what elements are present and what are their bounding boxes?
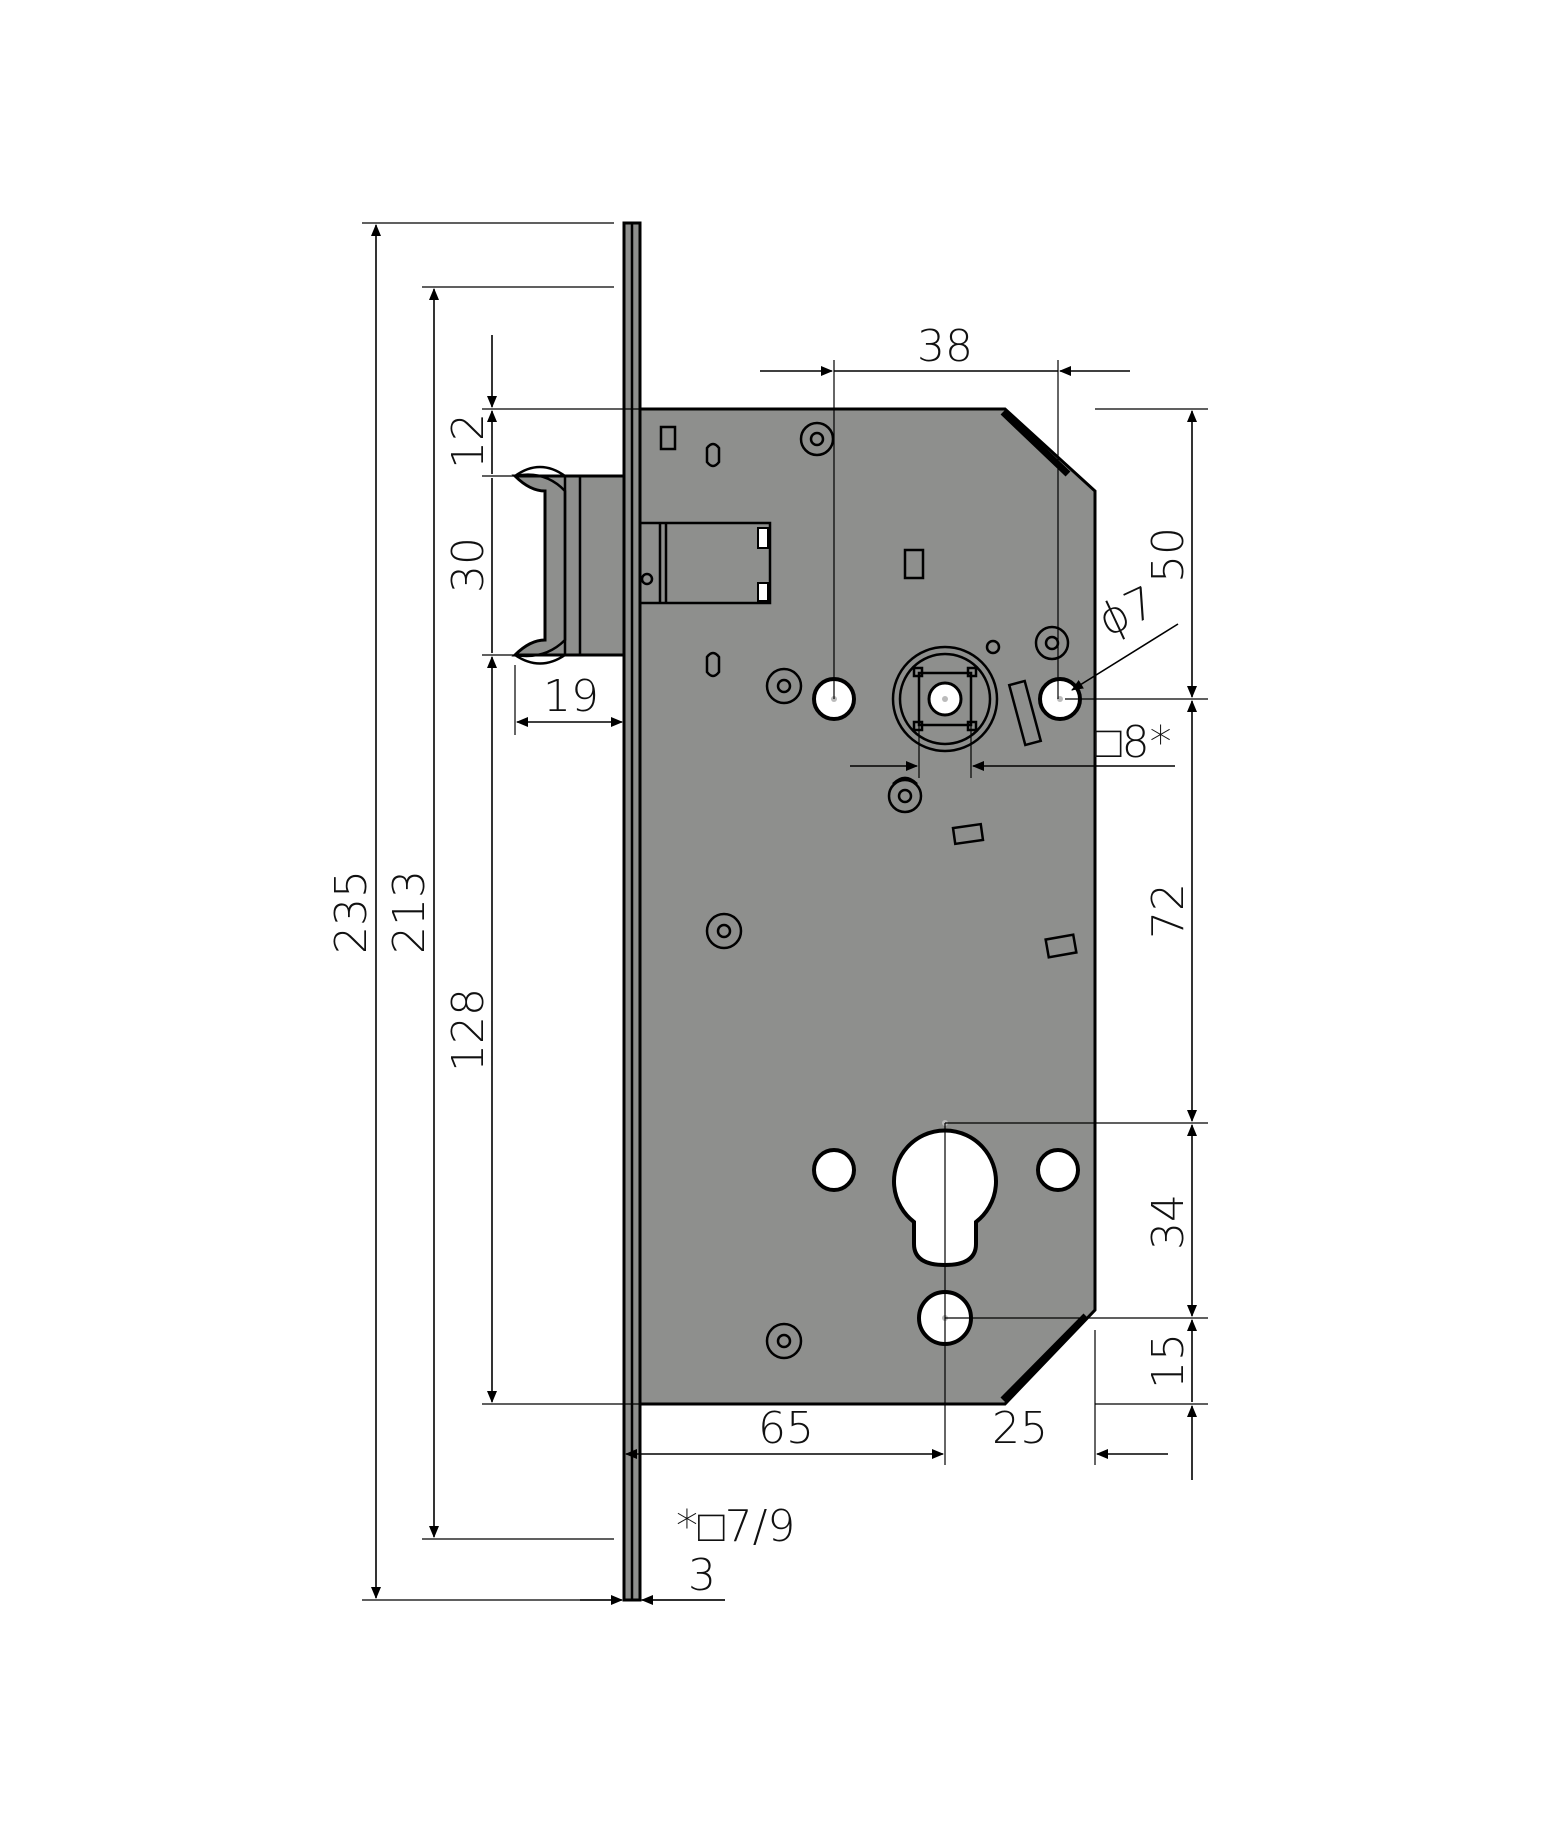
screw-hole [1036, 1148, 1080, 1192]
dim-screw-to-bottom: 15 [1143, 1333, 1194, 1389]
slot-feature [951, 822, 985, 846]
dim-latch-to-bolt: 128 [443, 988, 494, 1072]
dim-spindle-to-screw: 38 [917, 321, 973, 372]
slot-feature [705, 651, 721, 678]
latch-bolt [511, 465, 626, 665]
internal-bolt [638, 521, 772, 605]
slot-feature [903, 548, 925, 580]
screw-hole [812, 1148, 856, 1192]
rivet [887, 776, 923, 814]
dim-screw-hole-diameter: ϕ7 [1090, 577, 1163, 647]
dim-backset: 65 [758, 1403, 814, 1454]
extension-lines [362, 222, 1208, 1601]
rivet [985, 639, 1001, 655]
dim-spindle-square: □8* [1095, 717, 1172, 768]
dim-faceplate-hole-spacing: 213 [384, 870, 435, 954]
footnote: *□7/9 [676, 1501, 795, 1552]
dim-cylinder-to-screw: 34 [1143, 1194, 1194, 1250]
dim-top-to-spindle: 50 [1143, 527, 1194, 583]
slot-feature [659, 425, 677, 451]
dim-overall-height: 235 [326, 870, 377, 954]
rivet [799, 421, 835, 457]
rivet [765, 667, 803, 705]
dim-spindle-to-cylinder: 72 [1143, 883, 1194, 939]
dim-top-offset: 12 [443, 413, 494, 469]
slot-feature [1044, 933, 1078, 959]
lock-case [638, 407, 1097, 1406]
chamfer-top [1000, 409, 1071, 477]
dim-latch-height: 30 [443, 537, 494, 593]
slot-feature [705, 442, 721, 468]
slot-feature [1007, 679, 1043, 747]
dim-faceplate-thickness: 3 [688, 1550, 716, 1601]
rivet [705, 912, 743, 950]
rivet [765, 1322, 803, 1360]
dim-cylinder-to-edge: 25 [992, 1403, 1048, 1454]
dimension-lines [371, 224, 1197, 1605]
dimension-labels: 235 213 12 30 128 19 38 50 ϕ7 □8* 72 34 … [326, 321, 1194, 1601]
dim-latch-projection: 19 [543, 671, 599, 722]
chamfer-bottom [1000, 1313, 1089, 1403]
